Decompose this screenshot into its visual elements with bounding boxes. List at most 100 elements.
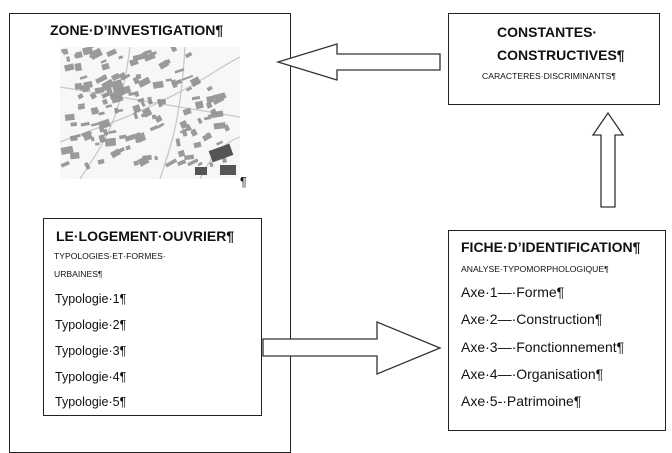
map-building [129, 58, 139, 67]
fiche-title: FICHE·D’IDENTIFICATION¶ [461, 239, 641, 255]
axe-item: Axe·3—·Fonctionnement¶ [461, 339, 625, 355]
map-building [154, 114, 163, 123]
map-building [179, 119, 189, 130]
map-building [90, 136, 95, 142]
map-building [75, 134, 81, 138]
map-building [191, 128, 198, 136]
map-building [95, 74, 108, 84]
map-building [210, 108, 217, 116]
fiche-box [448, 230, 666, 431]
map-building [77, 105, 85, 110]
map-building [125, 145, 131, 151]
map-building [141, 107, 153, 118]
map-building [82, 47, 94, 56]
map-building [111, 95, 124, 104]
constantes-title-line1: CONSTANTES· [497, 24, 598, 40]
map-building [64, 113, 75, 121]
map-building [98, 111, 105, 116]
map-building [140, 100, 146, 108]
map-building [133, 111, 139, 120]
map-building [77, 93, 84, 100]
map-building [84, 161, 91, 170]
map-building [62, 48, 69, 56]
map-building [95, 142, 100, 146]
map-building [159, 98, 167, 105]
map-building [171, 79, 183, 87]
city-map-image [60, 47, 240, 179]
map-building [212, 92, 224, 100]
map-building [135, 73, 142, 80]
axe-item: Axe·1—·Forme¶ [461, 284, 565, 300]
map-building [197, 117, 203, 125]
map-building [80, 121, 90, 127]
map-building [111, 72, 121, 81]
constantes-subtitle: CARACTERES·DISCRIMINANTS¶ [482, 71, 617, 81]
map-building [181, 74, 194, 81]
map-building [175, 138, 181, 147]
axe-item: Axe·2—·Construction¶ [461, 311, 603, 327]
map-building [104, 137, 117, 147]
arrow-right-to-fiche [262, 321, 442, 375]
map-building [134, 132, 141, 137]
typologie-item: Typologie·2¶ [55, 318, 127, 332]
map-building [206, 85, 213, 92]
map-building [184, 51, 193, 59]
map-building [193, 141, 202, 149]
map-pilcrow: ¶ [240, 175, 247, 189]
logement-box [43, 218, 262, 416]
map-building [184, 154, 195, 161]
map-building [66, 56, 71, 62]
map-building [170, 47, 178, 53]
map-building [187, 158, 199, 167]
map-building [176, 159, 187, 167]
map-building [70, 135, 78, 142]
logement-subtitle-line2: URBAINES¶ [54, 269, 103, 279]
typologie-item: Typologie·5¶ [55, 395, 127, 409]
zone-investigation-title: ZONE·D’INVESTIGATION¶ [50, 22, 224, 38]
logement-subtitle-line1: TYPOLOGIES·ET·FORMES· [54, 251, 166, 261]
map-building [82, 130, 93, 142]
axe-item: Axe·4—·Organisation¶ [461, 366, 604, 382]
map-building [119, 134, 127, 140]
map-building [206, 95, 215, 104]
map-buildings [60, 47, 231, 170]
map-building [108, 130, 117, 135]
map-building [79, 75, 88, 80]
map-building [96, 87, 103, 93]
map-building [137, 155, 150, 167]
map-building [197, 161, 203, 167]
map-building [137, 97, 145, 103]
typologie-item: Typologie·1¶ [55, 292, 127, 306]
map-building [124, 133, 136, 142]
constantes-box [448, 13, 660, 105]
map-building [154, 155, 159, 161]
map-building [205, 132, 211, 138]
constantes-title-line2: CONSTRUCTIVES¶ [497, 47, 625, 63]
map-building [132, 104, 142, 114]
map-building [102, 119, 110, 126]
map-building [83, 80, 93, 89]
map-building [90, 106, 99, 115]
map-building [73, 52, 80, 59]
map-building [121, 73, 131, 81]
typologie-item: Typologie·3¶ [55, 344, 127, 358]
map-building [60, 160, 70, 168]
map-building [133, 91, 140, 98]
map-building [102, 128, 109, 136]
axe-item: Axe·5-·Patrimoine¶ [461, 393, 582, 409]
map-building [64, 63, 75, 72]
map-dark-blocks [195, 143, 236, 175]
arrow-left-to-zone [275, 43, 441, 81]
map-building [112, 79, 123, 87]
map-building [117, 108, 124, 113]
map-building [177, 149, 186, 158]
map-building [191, 95, 201, 101]
map-building [116, 146, 126, 154]
diagram-arrows [262, 43, 625, 375]
logement-title: LE·LOGEMENT·OUVRIER¶ [56, 228, 235, 244]
map-building [160, 58, 171, 68]
map-building [213, 122, 226, 130]
map-building [174, 68, 185, 74]
map-building [101, 62, 110, 71]
map-building [156, 122, 165, 129]
